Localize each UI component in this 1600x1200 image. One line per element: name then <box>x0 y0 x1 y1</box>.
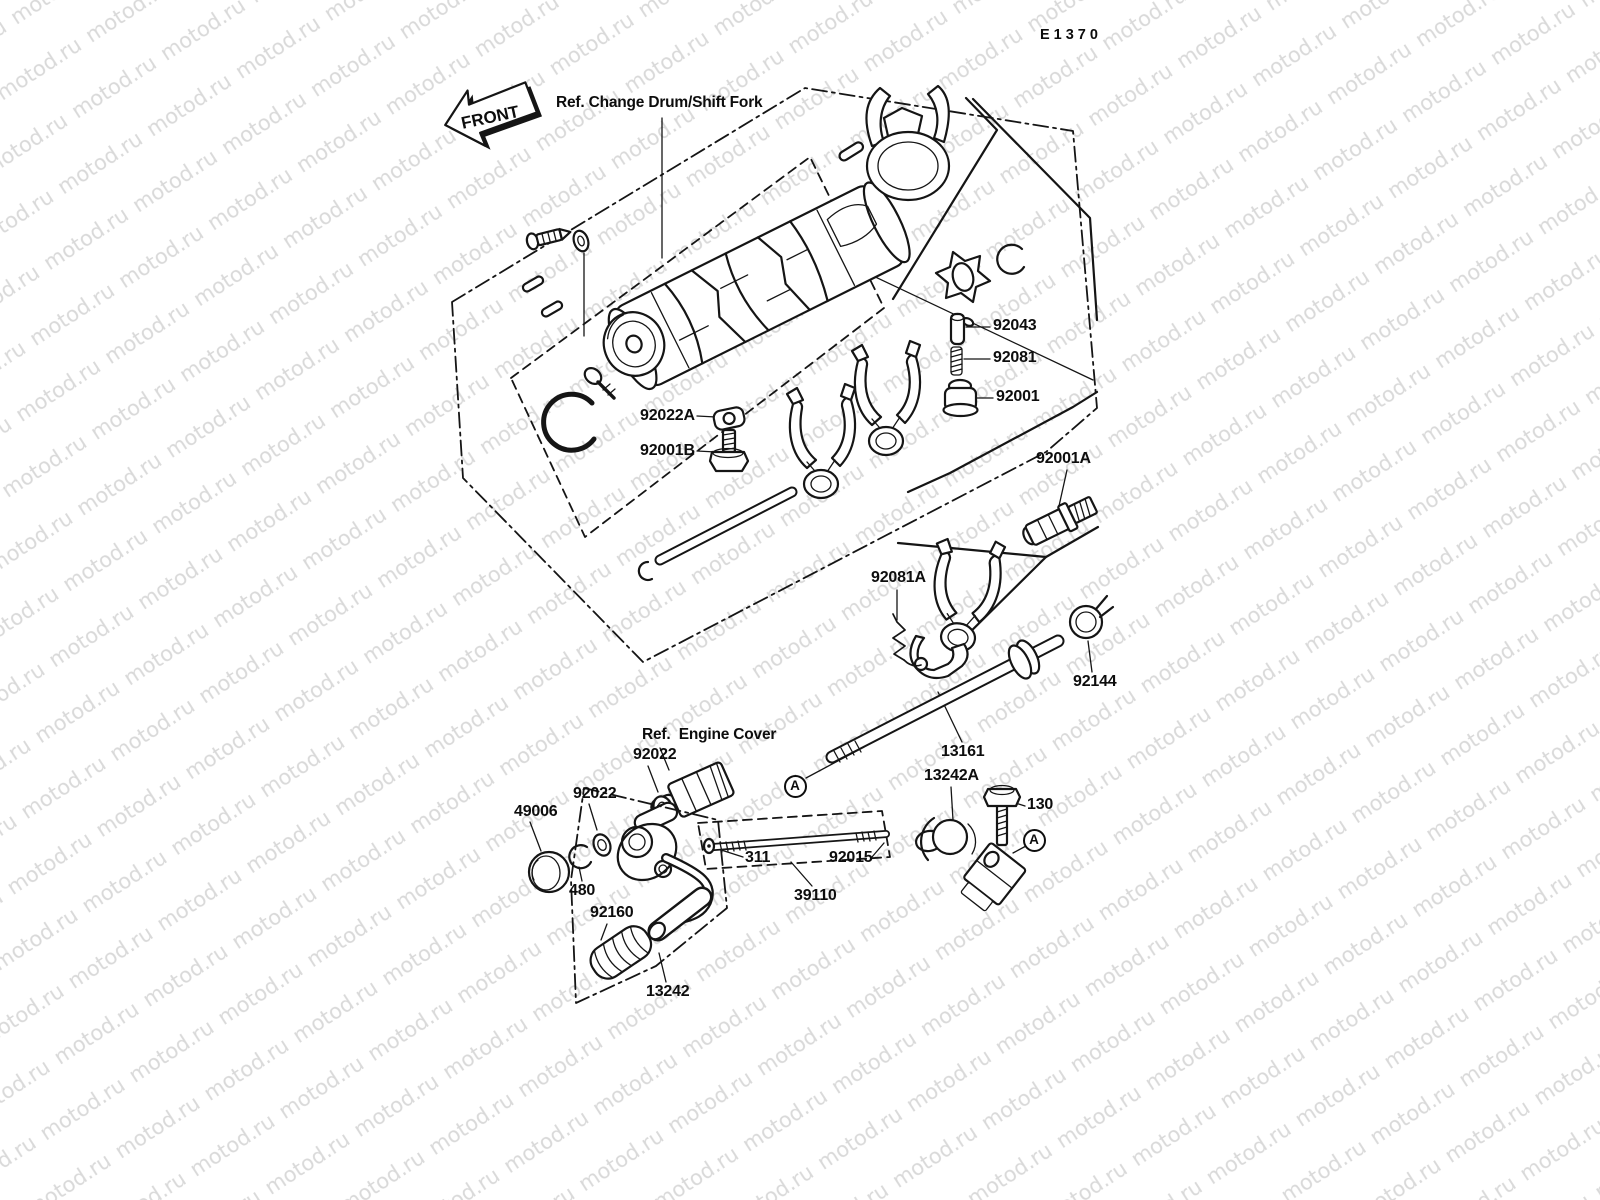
shift-fork-top <box>865 84 951 202</box>
circlip-large <box>541 391 597 453</box>
dowel-pin <box>540 300 564 318</box>
detent-spring-92081 <box>950 346 963 376</box>
front-arrow: FRONT <box>444 81 543 150</box>
pedal-rubber-92160 <box>589 925 653 980</box>
cap-49006 <box>527 850 571 894</box>
pawl-spring-92081a <box>892 613 922 667</box>
flat-screw <box>583 367 616 400</box>
detent-bolt-92001 <box>942 378 979 418</box>
clamp-bolt-130 <box>982 784 1022 847</box>
drum-screw <box>525 227 590 253</box>
dowel-pin <box>521 275 545 293</box>
shift-shaft-13161 <box>825 634 1065 764</box>
detent-pin-92043 <box>949 312 966 346</box>
circlip-480 <box>568 844 593 870</box>
nut-92022a <box>712 406 746 431</box>
shift-arm-knuckle-13242a <box>914 816 1027 912</box>
positioning-bolt-92001a <box>1022 496 1098 546</box>
shift-pawl <box>909 634 969 680</box>
return-spring-92144 <box>1068 594 1115 640</box>
dowel-pin <box>838 141 865 162</box>
tie-rod-box <box>697 810 891 870</box>
shift-fork-rod <box>637 486 798 582</box>
change-drum-reference-box <box>451 87 1098 663</box>
washer-92022-lower <box>592 833 612 857</box>
e-clip <box>637 560 654 582</box>
circlip-small <box>996 243 1026 275</box>
star-cam-plate <box>934 250 992 304</box>
bolt-92001b <box>708 428 750 473</box>
pedal-arm-13242 <box>647 853 714 942</box>
pedal-reference-box <box>570 787 728 1004</box>
pedal-boss <box>616 822 678 882</box>
cam-disc <box>602 311 666 377</box>
tie-rod-assembly <box>697 810 891 870</box>
